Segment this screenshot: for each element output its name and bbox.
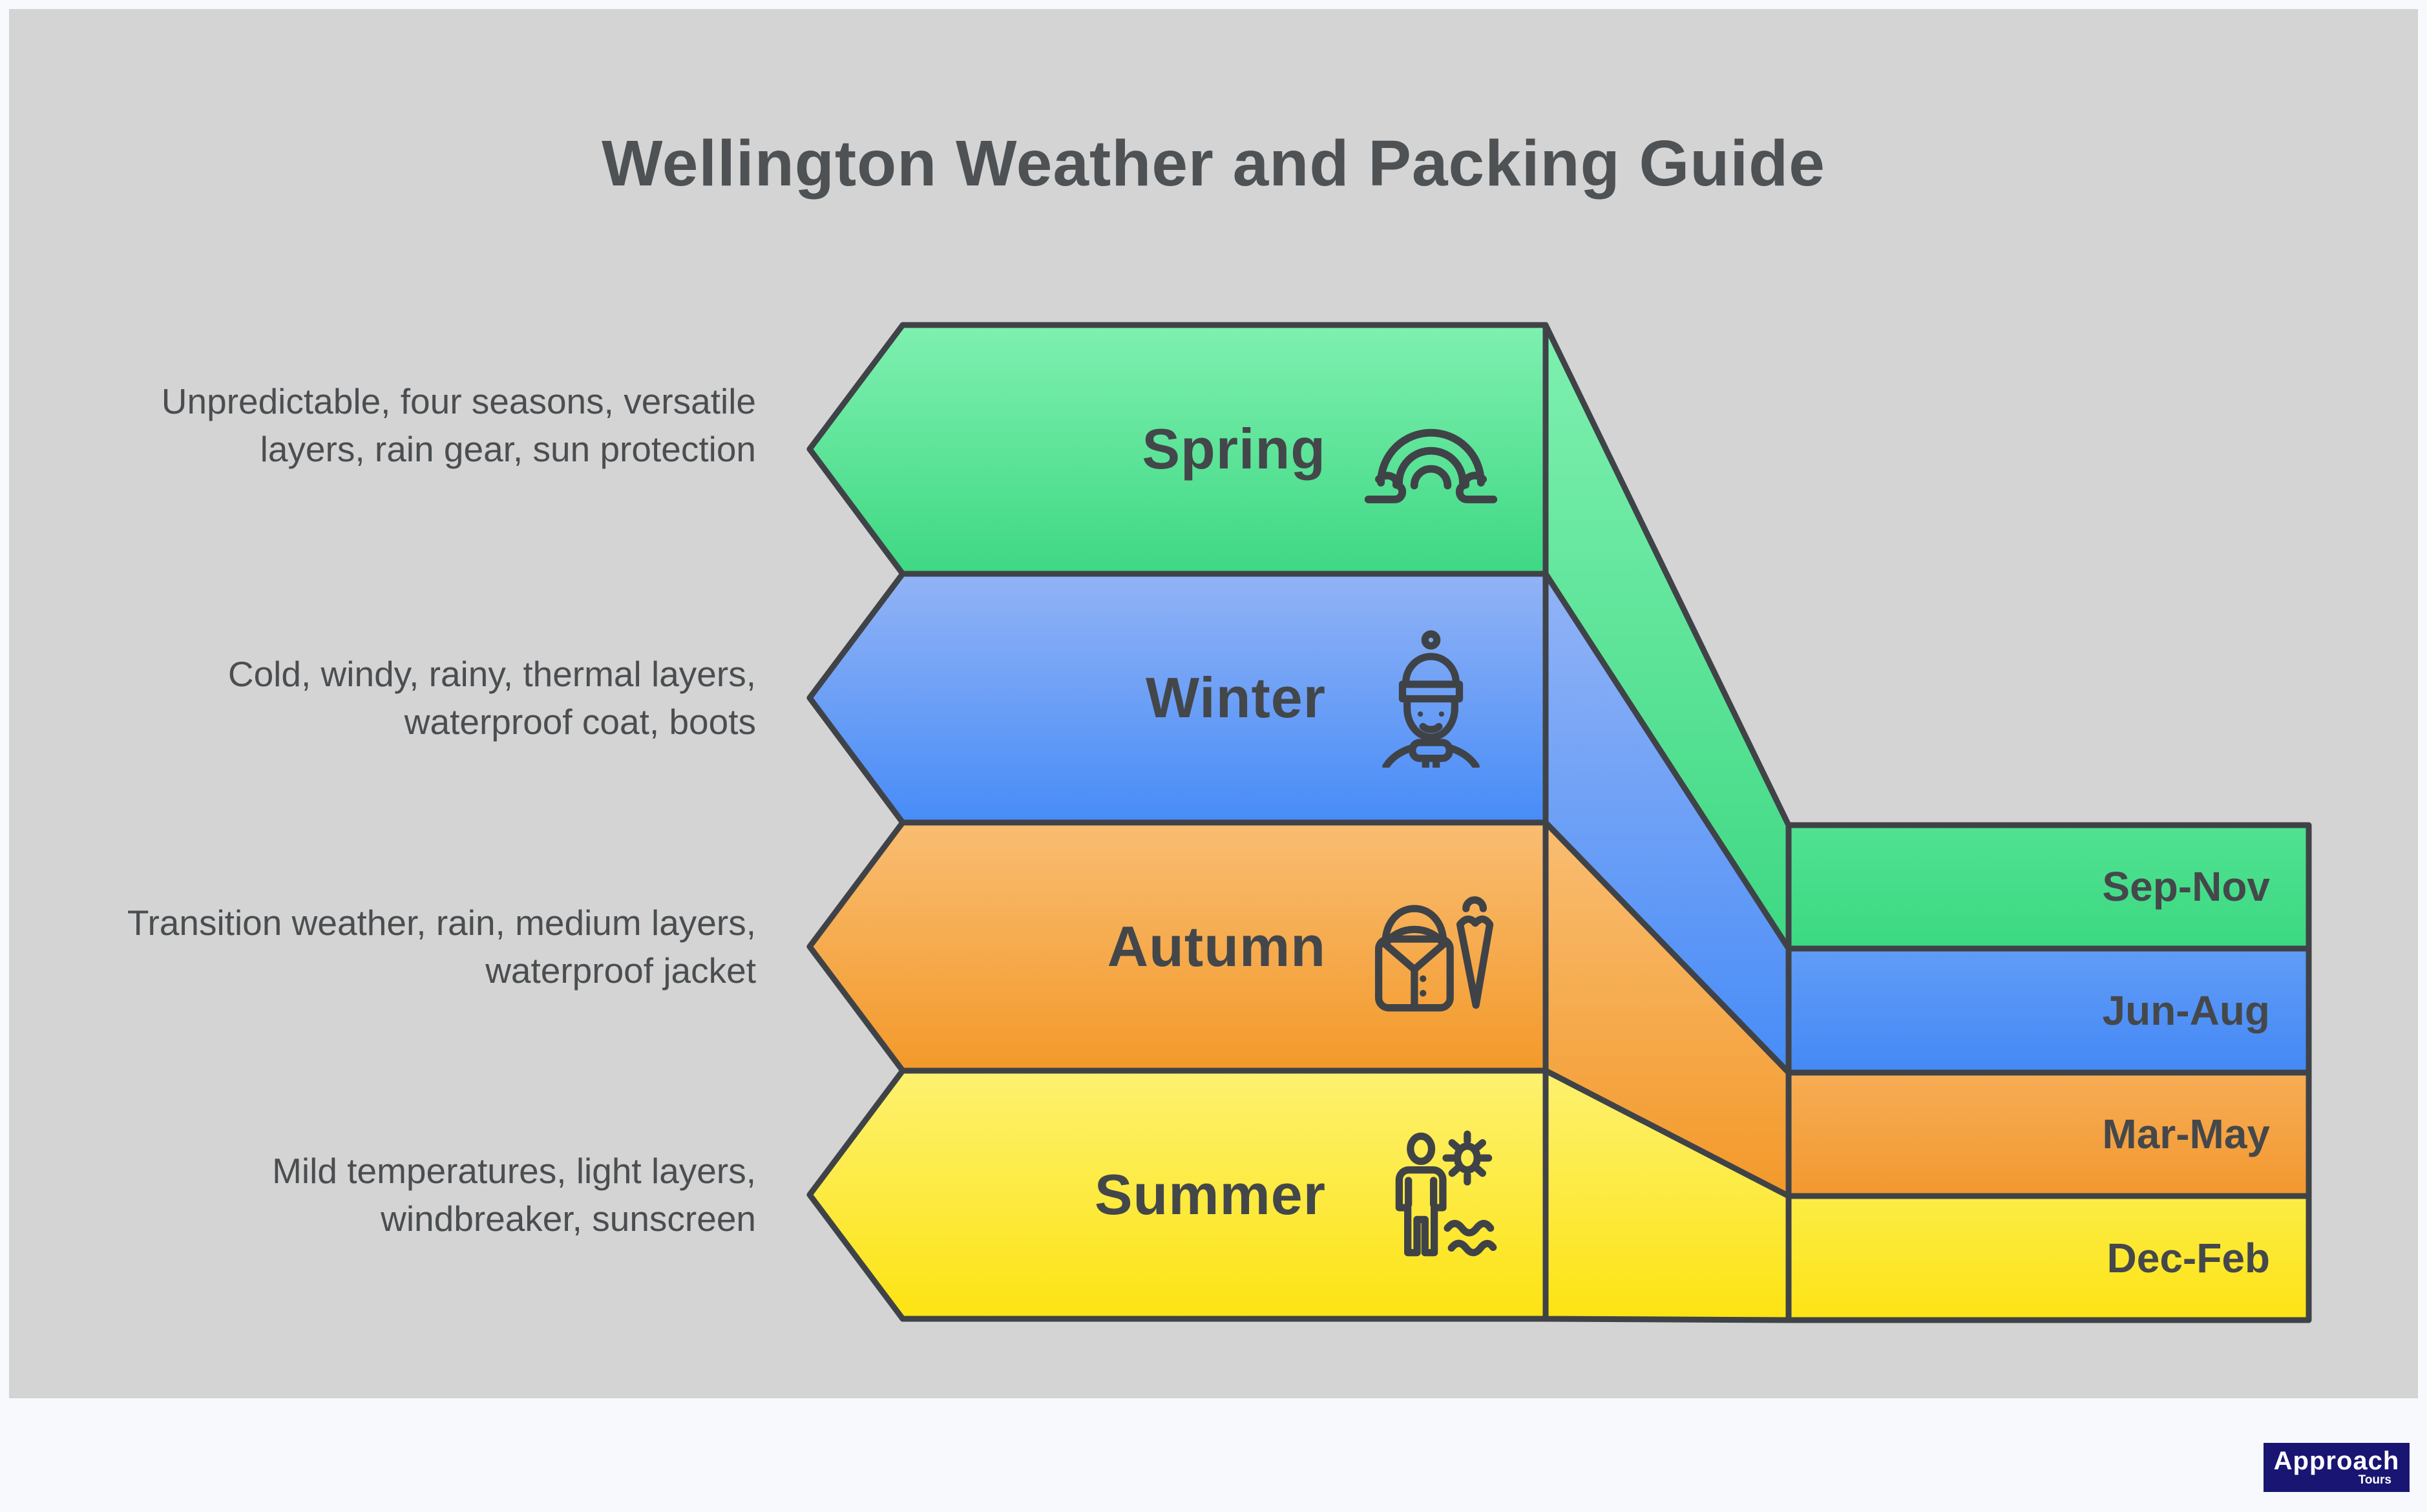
- winter-months-label: Jun-Aug: [2102, 987, 2271, 1034]
- winter-label: Winter: [1146, 666, 1326, 730]
- winter-description: Cold, windy, rainy, thermal layers, wate…: [227, 654, 756, 742]
- summer-months-row: Dec-Feb: [1789, 1226, 2271, 1290]
- autumn-banner-content: Autumn: [903, 876, 1500, 1018]
- spring-banner-content: Spring: [903, 378, 1500, 520]
- summer-label: Summer: [1094, 1162, 1326, 1226]
- logo-sub-text: Tours: [2358, 1473, 2391, 1487]
- summer-description: Mild temperatures, light layers, windbre…: [272, 1151, 756, 1239]
- page-title: Wellington Weather and Packing Guide: [602, 127, 1825, 200]
- logo-brand-text: Approach: [2273, 1447, 2400, 1475]
- spring-banner: [806, 322, 1549, 577]
- summer-months-box: [1785, 1193, 2312, 1323]
- autumn-description: Transition weather, rain, medium layers,…: [127, 903, 756, 991]
- raincoat-umbrella-icon: [1374, 896, 1494, 1011]
- summer-months-label: Dec-Feb: [2107, 1235, 2271, 1281]
- spring-months-label: Sep-Nov: [2102, 863, 2270, 910]
- approach-tours-logo: Approach Tours: [2264, 1443, 2410, 1492]
- winter-person-icon: [1382, 630, 1480, 768]
- rainbow-clouds-icon: [1364, 428, 1498, 503]
- autumn-banner: [806, 819, 1549, 1074]
- winter-banner: [806, 571, 1549, 826]
- summer-banner-content: Summer: [903, 1124, 1500, 1266]
- winter-banner-content: Winter: [903, 627, 1500, 769]
- spring-months-row: Sep-Nov: [1789, 854, 2270, 919]
- spring-description: Unpredictable, four seasons, versatile l…: [161, 381, 756, 469]
- winter-months-row: Jun-Aug: [1789, 978, 2271, 1043]
- autumn-months-row: Mar-May: [1789, 1102, 2270, 1166]
- spring-label: Spring: [1142, 417, 1326, 481]
- person-sun-waves-icon: [1395, 1130, 1497, 1256]
- autumn-label: Autumn: [1107, 914, 1326, 978]
- spring-months-box: [1785, 822, 2312, 952]
- summer-banner: [806, 1067, 1549, 1322]
- footer-strip: [0, 1398, 2427, 1512]
- autumn-months-label: Mar-May: [2102, 1111, 2270, 1157]
